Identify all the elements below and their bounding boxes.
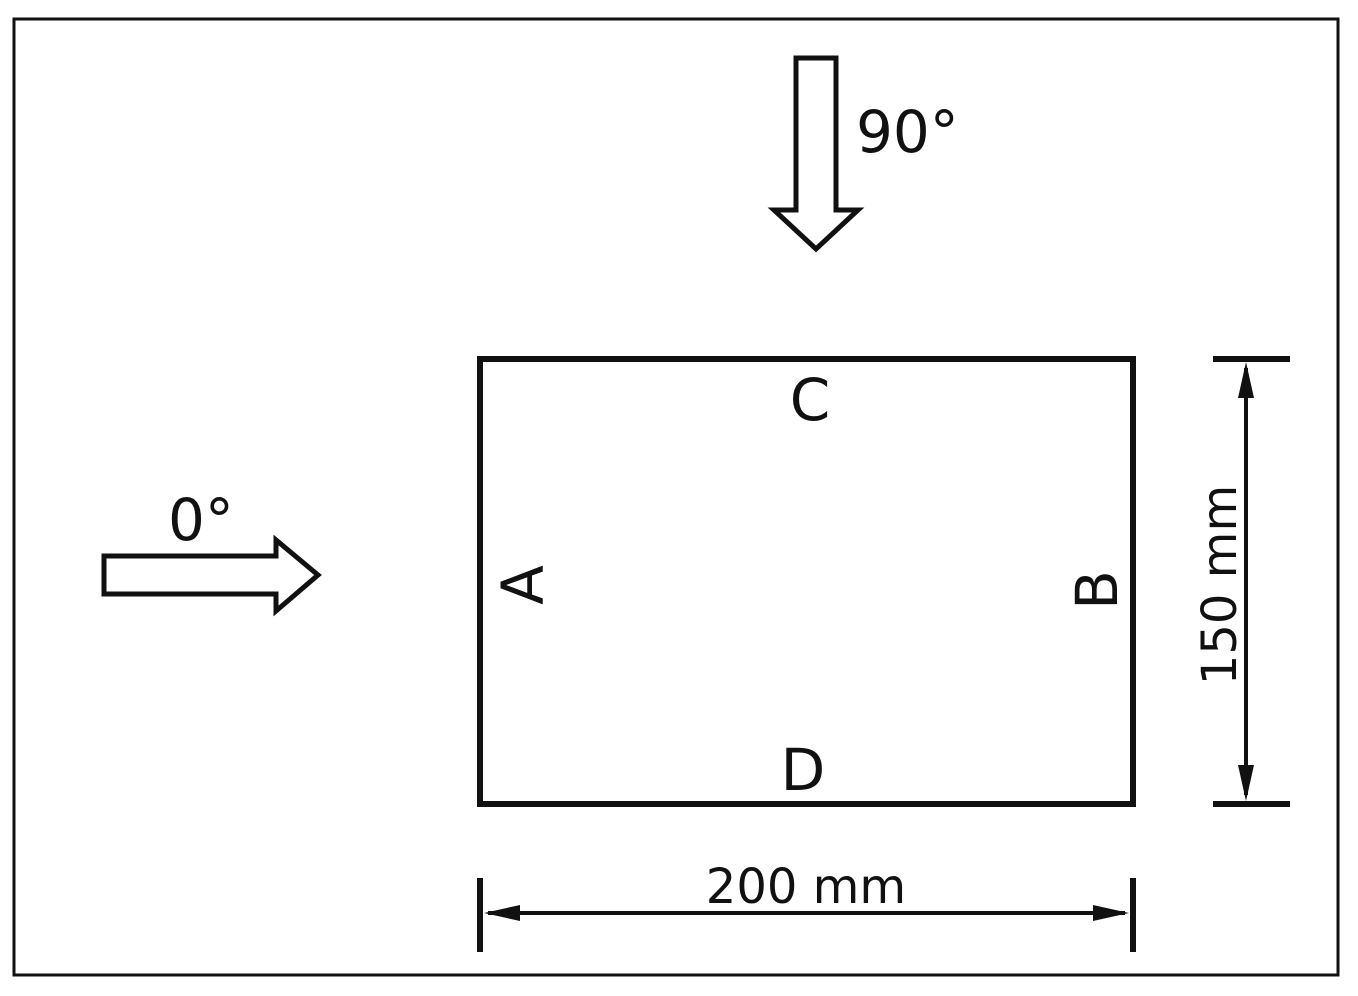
label-0-degrees: 0° xyxy=(168,486,234,554)
arrow-90-degrees xyxy=(767,55,865,253)
specimen-rectangle xyxy=(477,356,1136,807)
height-arrowhead-top xyxy=(1238,362,1254,398)
label-90-degrees: 90° xyxy=(856,98,959,166)
figure-frame xyxy=(12,17,1340,977)
side-label-c: C xyxy=(790,366,831,434)
height-label: 150 mm xyxy=(1192,485,1248,685)
arrow-0-degrees xyxy=(101,534,322,617)
width-arrowhead-right xyxy=(1093,905,1129,921)
side-label-d: D xyxy=(781,736,826,804)
width-dimension xyxy=(477,878,1136,952)
side-label-b: B xyxy=(1063,570,1131,610)
height-dimension xyxy=(1213,356,1290,807)
side-label-a: A xyxy=(489,565,557,605)
height-arrowhead-bottom xyxy=(1238,765,1254,801)
width-arrowhead-left xyxy=(484,905,520,921)
width-label: 200 mm xyxy=(706,859,906,915)
